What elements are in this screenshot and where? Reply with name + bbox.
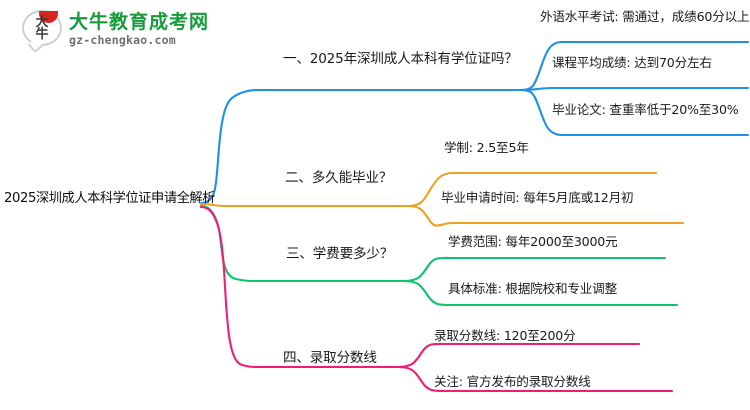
branch-1-child-1-link xyxy=(519,40,750,92)
logo-mark-char-1: 大 xyxy=(35,14,49,30)
site-logo: 大 牛 大牛教育成考网 gz-chengkao.com xyxy=(22,10,210,54)
logo-mark-icon: 大 牛 xyxy=(22,10,62,54)
branch-node-3[interactable]: 三、学费要多少？ xyxy=(286,246,394,262)
branch-3-child-2-link xyxy=(402,279,679,307)
leaf-node-3-2[interactable]: 具体标准: 根据院校和专业调整 xyxy=(448,281,617,296)
branch-node-4[interactable]: 四、录取分数线 xyxy=(283,350,377,366)
branch-4-child-2-link xyxy=(396,365,674,393)
leaf-node-4-2[interactable]: 关注: 官方发布的录取分数线 xyxy=(434,374,591,389)
branch-1-trunk xyxy=(199,88,523,205)
leaf-node-4-1[interactable]: 录取分数线: 120至200分 xyxy=(434,328,576,343)
logo-red-swoosh xyxy=(39,11,58,23)
branch-node-2[interactable]: 二、多久能毕业？ xyxy=(285,170,393,186)
logo-title: 大牛教育成考网 xyxy=(69,10,210,33)
leaf-node-3-1[interactable]: 学费范围: 每年2000至3000元 xyxy=(448,234,618,249)
leaf-node-2-2[interactable]: 毕业申请时间: 每年5月底或12月初 xyxy=(441,190,634,205)
logo-text-block: 大牛教育成考网 gz-chengkao.com xyxy=(69,10,210,48)
branch-2-trunk xyxy=(199,171,658,208)
logo-mark-text: 大 牛 xyxy=(22,12,62,46)
leaf-node-2-1[interactable]: 学制: 2.5至5年 xyxy=(444,140,529,155)
leaf-node-1-1[interactable]: 外语水平考试: 需通过，成绩60分以上 xyxy=(540,9,750,24)
branch-1-child-3-link xyxy=(519,88,750,137)
logo-subtitle: gz-chengkao.com xyxy=(69,33,176,48)
branch-2-child-1-link xyxy=(406,204,685,227)
branch-4-trunk xyxy=(199,205,641,369)
leaf-node-1-2[interactable]: 课程平均成绩: 达到70分左右 xyxy=(552,55,712,70)
mindmap-root-node[interactable]: 2025深圳成人本科学位证申请全解析 xyxy=(4,191,215,206)
leaf-node-1-3[interactable]: 毕业论文: 查重率低于20%至30% xyxy=(552,102,739,117)
branch-node-1[interactable]: 一、2025年深圳成人本科有学位证吗？ xyxy=(283,51,518,67)
branch-1-child-2-link xyxy=(519,86,750,92)
logo-mark-char-2: 牛 xyxy=(35,27,49,42)
